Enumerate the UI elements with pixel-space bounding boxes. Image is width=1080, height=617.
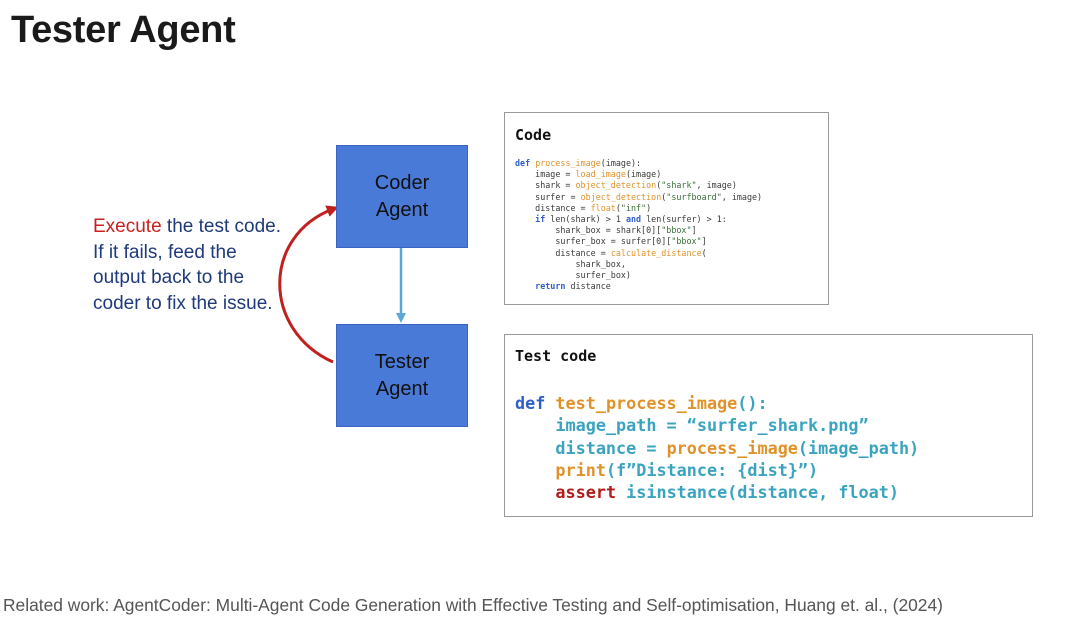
code-line: surfer = object_detection("surfboard", i… — [515, 191, 763, 202]
code-line: image = load_image(image) — [515, 169, 662, 180]
test-code-line: print(f”Distance: {dist}”) — [555, 459, 819, 480]
test-code-listing: def test_process_image(): image_path = “… — [515, 392, 919, 503]
code-line: distance = float("inf") — [515, 202, 652, 213]
related-work-citation: Related work: AgentCoder: Multi-Agent Co… — [3, 595, 943, 615]
code-listing: def process_image(image): image = load_i… — [515, 158, 762, 292]
code-line: shark_box, — [515, 258, 626, 269]
coder-agent-label-line1: Coder — [374, 171, 430, 194]
tester-agent-label-line1: Tester — [374, 350, 430, 373]
code-panel-title: Code — [515, 126, 552, 144]
coder-agent-box: Coder Agent — [336, 145, 468, 248]
coder-agent-label-line2: Agent — [375, 198, 429, 221]
test-code-line: image_path = “surfer_shark.png” — [515, 415, 869, 436]
feedback-arrow — [278, 205, 339, 364]
test-panel-title: Test code — [515, 347, 597, 365]
slide-title: Tester Agent — [11, 9, 236, 51]
code-line: surfer_box = surfer[0]["bbox"] — [515, 236, 707, 247]
code-line: def process_image(image): — [515, 158, 642, 168]
code-line: if len(shark) > 1 and len(surfer) > 1: — [535, 214, 727, 225]
code-line: distance = calculate_distance( — [515, 247, 707, 258]
feedback-explanation: Execute the test code. If it fails, feed… — [93, 214, 293, 316]
code-line: shark = object_detection("shark", image) — [515, 180, 737, 191]
tester-agent-box: Tester Agent — [336, 324, 468, 427]
explanation-text: the test code. If it fails, feed the out… — [93, 216, 282, 314]
test-code-panel: Test code def test_process_image(): imag… — [504, 334, 1033, 517]
tester-agent-label-line2: Agent — [375, 377, 429, 400]
test-code-line: distance = process_image(image_path) — [515, 437, 920, 458]
code-line: shark_box = shark[0]["bbox"] — [515, 225, 697, 236]
test-code-line: assert isinstance(distance, float) — [555, 482, 899, 503]
test-code-line: def test_process_image(): — [515, 393, 768, 413]
code-line: surfer_box) — [515, 270, 631, 281]
execute-highlight: Execute — [93, 216, 162, 237]
code-panel: Code def process_image(image): image = l… — [504, 112, 829, 305]
code-line: return distance — [535, 281, 611, 292]
